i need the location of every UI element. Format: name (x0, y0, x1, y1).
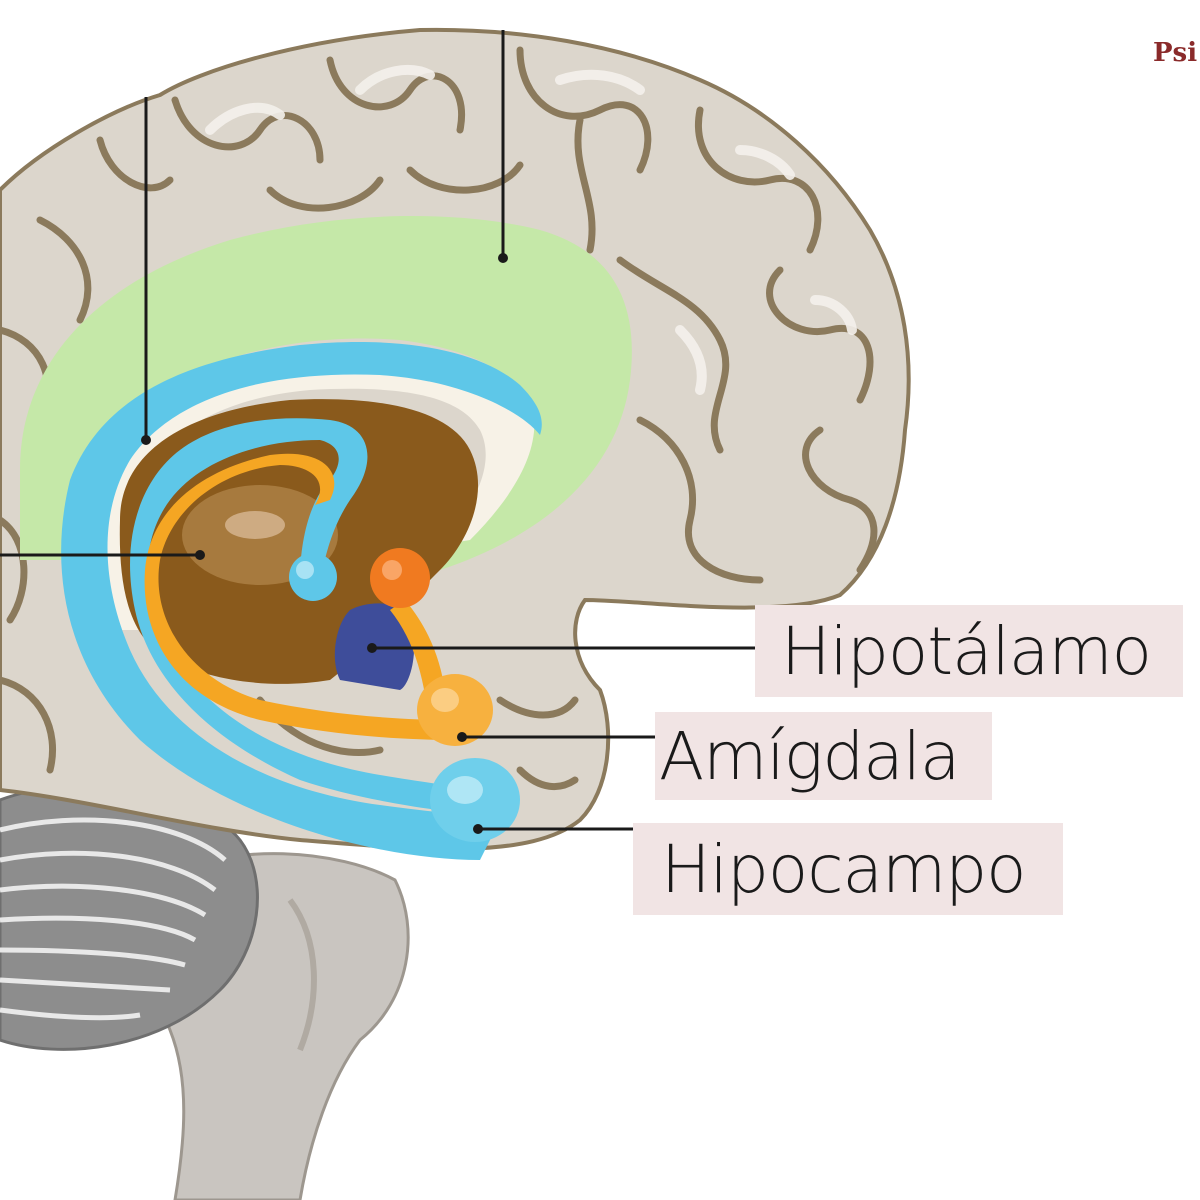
mammillary-body (370, 548, 430, 608)
pointer-dot-hipotalamo (367, 643, 377, 653)
label-amigdala: Amígdala (655, 712, 992, 800)
pointer-dot-left (195, 550, 205, 560)
cingulate-gyrus (20, 216, 632, 571)
thalamus-highlight (225, 511, 285, 539)
cortex-highlights (205, 65, 857, 395)
label-hipotalamo: Hipotálamo (755, 605, 1183, 697)
pointer-lines (0, 30, 755, 831)
amygdala-highlight (431, 688, 459, 712)
fornix-bulb (289, 553, 337, 601)
pointer-dot-hipocampo (473, 824, 483, 834)
mammillary-highlight (382, 560, 402, 580)
fornix-bulb-highlight (296, 561, 314, 579)
pointer-dots (141, 253, 508, 834)
brand-logo-text: Psi (1153, 38, 1198, 68)
amygdala (417, 674, 493, 746)
fornix-inner (130, 418, 480, 815)
fornix-outer (61, 341, 542, 860)
pointer-dot-top-right (498, 253, 508, 263)
pointer-dot-top-left (141, 435, 151, 445)
pointer-dot-amigdala (457, 732, 467, 742)
label-hipocampo: Hipocampo (633, 823, 1063, 915)
brainstem-shading (287, 898, 317, 1052)
corpus-callosum (93, 344, 535, 630)
hippocampus-highlight (447, 776, 483, 804)
